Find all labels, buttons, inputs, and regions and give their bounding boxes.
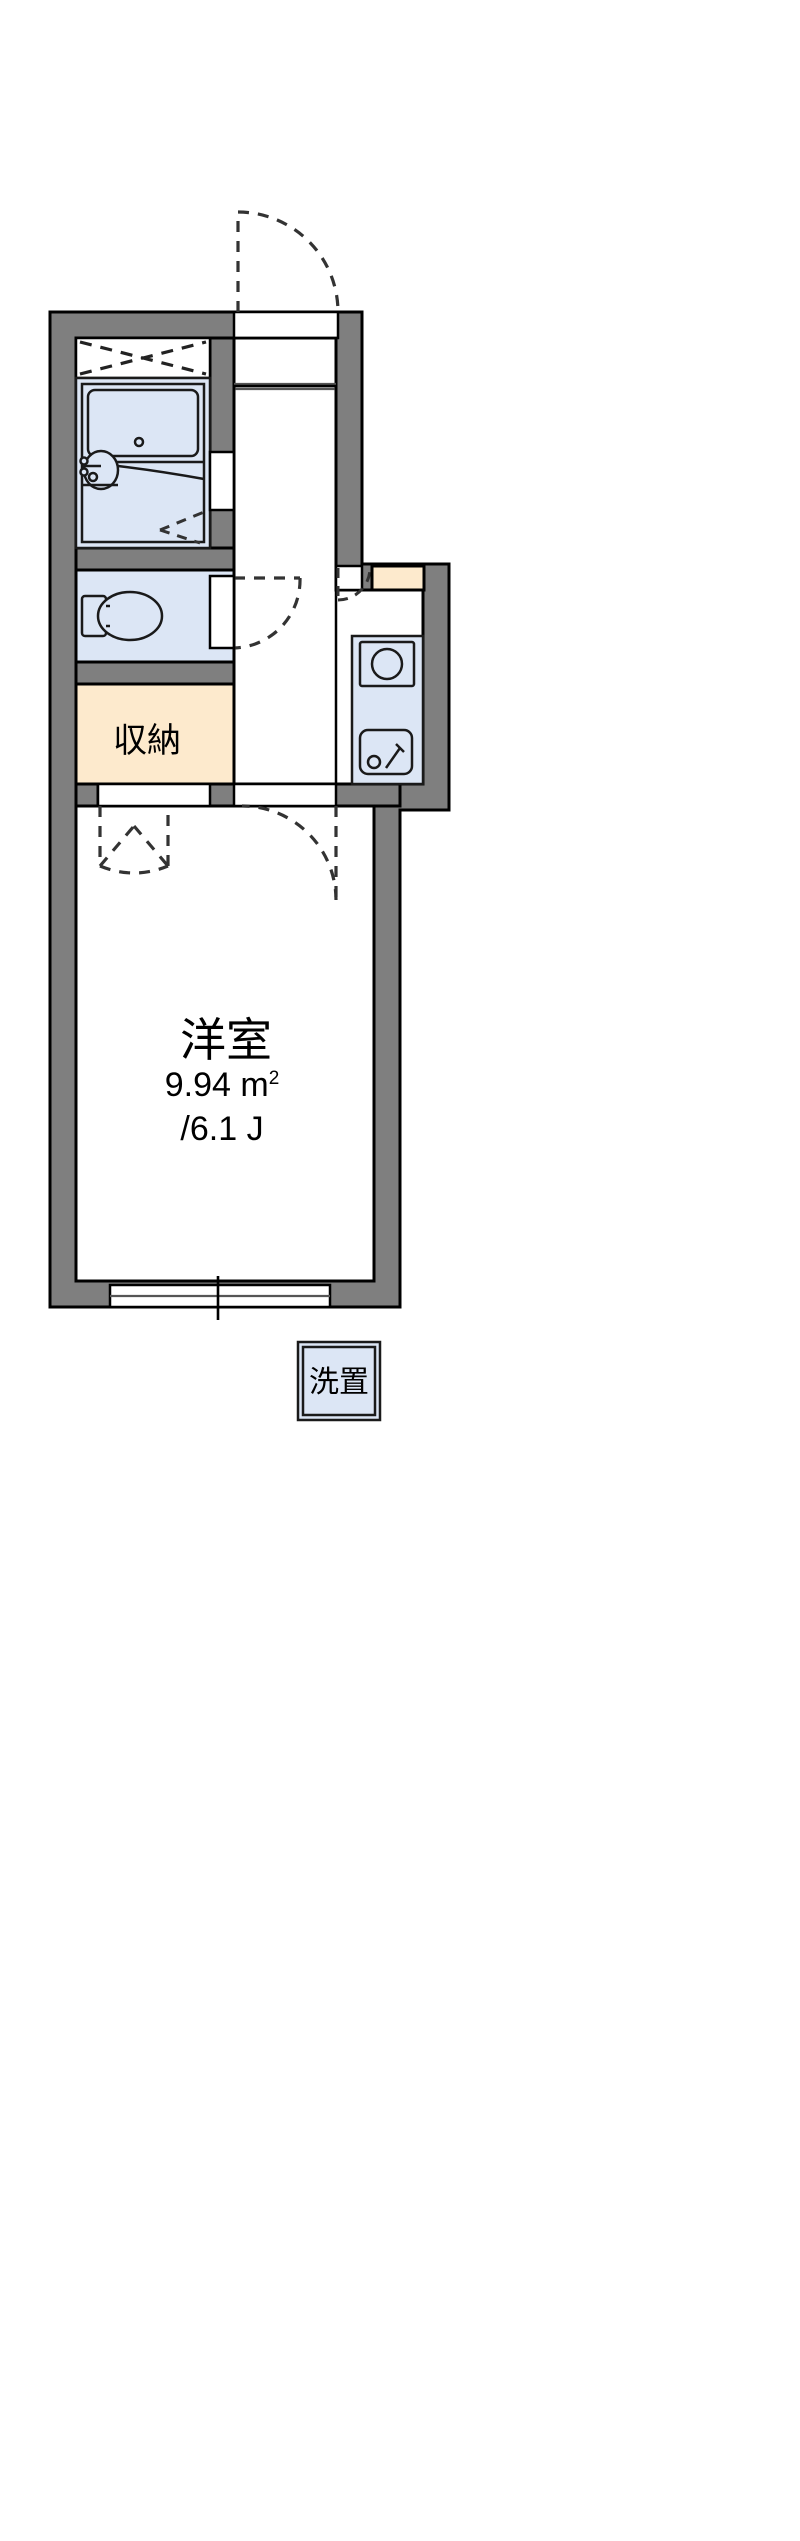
- wall-bath-toilet: [74, 546, 236, 572]
- entrance-door-opening: [232, 310, 340, 340]
- hallway-floor: [232, 384, 338, 786]
- room-door-arc: [241, 804, 338, 901]
- bath-door-opening: [208, 450, 236, 512]
- wall-toilet-closet: [74, 660, 236, 686]
- genkan-step-line: [234, 382, 336, 391]
- kitchen-faucet: [384, 747, 402, 769]
- vanity-tap-cold: [79, 467, 89, 477]
- toilet-connector: [106, 604, 110, 628]
- bathtub: [86, 388, 200, 458]
- closet-folding-leaves: [98, 806, 170, 868]
- bath-window-hatch: [79, 340, 207, 376]
- entrance-door-arc: [237, 210, 340, 313]
- entrance-hall: [232, 210, 340, 786]
- toilet-bowl: [96, 590, 164, 642]
- kitchen-sink-drain: [366, 754, 382, 770]
- room-openings: [96, 782, 338, 901]
- closet-folding-arc: [99, 864, 169, 875]
- kitchen-door-opening: [334, 564, 364, 592]
- kitchen-faucet-head: [395, 743, 405, 753]
- washer-box-inner: [301, 1345, 377, 1417]
- bath-curtain-line: [117, 464, 205, 481]
- balcony-window-group: [108, 1276, 332, 1320]
- washer-box-group: 洗置: [296, 1340, 382, 1422]
- wall-room-top-stub: [74, 782, 100, 808]
- washer-label: 洗置: [309, 1365, 369, 1400]
- shoe-cabinet: [370, 564, 426, 592]
- storage-label: 収納: [113, 721, 181, 761]
- bathtub-drain: [133, 436, 145, 448]
- kitchen: [334, 564, 426, 786]
- main-room-area: 9.94 m2: [165, 1066, 280, 1104]
- kitchen-door-arc: [337, 567, 372, 602]
- main-room-jo: /6.1 J: [180, 1110, 263, 1148]
- bathroom: [74, 336, 236, 550]
- genkan-area: [232, 336, 338, 388]
- toilet-door-opening: [208, 574, 236, 650]
- vanity-tap-hot: [79, 456, 89, 466]
- main-room-name: 洋室: [180, 1013, 272, 1067]
- main-room-labels: 洋室 9.94 m2 /6.1 J: [165, 1013, 280, 1148]
- room-door-opening: [232, 782, 338, 808]
- bath-door-swing-b: [159, 528, 201, 545]
- closet-door-opening: [96, 782, 212, 808]
- toilet-room: [74, 568, 302, 664]
- storage-room: 収納: [74, 682, 236, 786]
- toilet-door-arc: [233, 577, 302, 650]
- vanity-drain: [87, 471, 99, 483]
- bath-door-swing-a: [159, 510, 205, 532]
- stove-burner: [370, 647, 404, 681]
- vanity-sink: [82, 449, 120, 491]
